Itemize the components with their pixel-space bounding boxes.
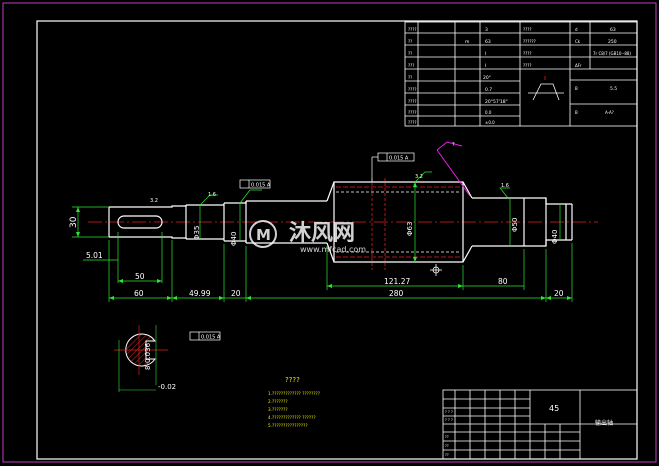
tech-note-4: 4.????????????? ??????: [268, 415, 316, 420]
drawing-frame: [36, 20, 638, 460]
gear-leader: [436, 141, 471, 197]
svg-text:? ? ?: ? ? ?: [445, 410, 453, 414]
parameter-table-text: ???? ?? ?? ??? ?? ???? ???? ???? ???? 3 …: [408, 27, 631, 125]
technical-requirements: ???? 1.????????????? ???????? 2.??????? …: [268, 376, 320, 428]
ra-e: 3.2: [150, 198, 158, 204]
tech-note-5: 5.????????????????: [268, 423, 308, 428]
svg-text:250: 250: [608, 39, 617, 45]
svg-text:I: I: [485, 51, 486, 57]
dim-len-20a: 20: [231, 289, 241, 298]
watermark-url: www.mfcad.com: [300, 245, 366, 254]
table-tolerance-b: ±0.0: [485, 120, 495, 125]
title-block: [442, 389, 638, 460]
svg-text:??: ??: [445, 444, 449, 448]
svg-text:B: B: [575, 86, 578, 91]
svg-text:d: d: [575, 27, 578, 32]
svg-text:5.5: 5.5: [610, 86, 617, 92]
tech-note-2: 2.???????: [268, 399, 288, 404]
dimension-lines: [72, 171, 573, 302]
section-dim2: -0.02: [158, 383, 176, 391]
dimension-labels: 30 Φ35 Φ40 Φ63 Φ50 Φ40 5.01 50 60 49.99 …: [69, 174, 564, 298]
svg-text:??: ??: [408, 75, 412, 80]
section-marks: [371, 178, 386, 270]
tol-mid: 0.015 A: [251, 183, 271, 189]
svg-text:? ? ?: ? ? ?: [445, 418, 453, 422]
dim-d40b: Φ40: [551, 230, 559, 244]
tolerance-frames: 0.015 A 0.015 A 0.015 A: [189, 152, 415, 341]
svg-text:??: ??: [408, 51, 412, 56]
dim-len-80: 80: [498, 277, 508, 286]
watermark: M 沐风网 www.mfcad.com: [249, 220, 366, 254]
svg-text:63: 63: [485, 39, 491, 45]
leader-note: ?: [452, 142, 455, 148]
dim-len-4999: 49.99: [189, 289, 211, 298]
dim-d35: Φ35: [193, 226, 201, 240]
shaft-outline: [108, 181, 573, 263]
gear-root-lines: [336, 191, 461, 253]
svg-text:0.7: 0.7: [485, 87, 492, 93]
svg-text:M: M: [256, 226, 271, 244]
svg-text:????: ????: [408, 87, 417, 92]
dim-d50: Φ50: [511, 218, 519, 232]
ra-a: 1.6: [208, 192, 216, 198]
dim-len-12127: 121.27: [384, 277, 410, 286]
svg-text:????: ????: [408, 99, 417, 104]
svg-text:????: ????: [408, 110, 417, 115]
svg-text:??: ??: [445, 453, 449, 457]
dim-len-60: 60: [134, 289, 144, 298]
key-cross-section: 8-0.036 -0.02: [114, 325, 176, 392]
dim-d40a: Φ40: [230, 232, 238, 246]
svg-text:??????: ??????: [523, 39, 536, 44]
svg-text:I: I: [485, 63, 486, 69]
dimension-arrows: [76, 182, 572, 300]
table-tolerance-a: 0.0: [485, 110, 492, 115]
svg-text:Ck: Ck: [575, 39, 581, 44]
svg-text:????: ????: [523, 27, 532, 32]
svg-text:??: ??: [408, 39, 412, 44]
tech-note-3: 3.???????: [268, 407, 288, 412]
svg-text:??: ??: [445, 435, 449, 439]
svg-text:B: B: [575, 110, 578, 115]
svg-text:63: 63: [610, 27, 616, 33]
dim-d63: Φ63: [406, 222, 414, 236]
tech-note-1: 1.????????????? ????????: [268, 391, 320, 396]
svg-text:????: ????: [408, 120, 417, 125]
tech-title: ????: [285, 376, 300, 384]
svg-text:3: 3: [485, 27, 488, 33]
tol-top: 0.015 A: [389, 156, 409, 162]
dim-len-20b: 20: [554, 289, 564, 298]
svg-text:???: ???: [408, 63, 414, 68]
material: 45: [549, 404, 559, 413]
dim-len-280: 280: [389, 289, 404, 298]
datum-mark: [430, 264, 442, 276]
title-block-text: 45 输出轴 ? ? ? ? ? ? ?? ?? ??: [445, 404, 613, 457]
section-dim: 8-0.036: [144, 342, 152, 370]
watermark-text: 沐风网: [289, 221, 355, 246]
svg-text:????: ????: [408, 27, 417, 32]
svg-text:7r C8/7 (GB10--88): 7r C8/7 (GB10--88): [593, 51, 631, 56]
svg-text:????: ????: [523, 63, 532, 68]
ra-d: 1.6: [501, 183, 509, 189]
dim-len-501: 5.01: [86, 251, 103, 260]
svg-text:????: ????: [523, 51, 532, 56]
ra-c: 3.2: [415, 174, 423, 180]
table-value: 20°57'18": [485, 99, 508, 105]
tol-small: 0.015 A: [201, 335, 221, 341]
svg-text:ΔFr: ΔFr: [575, 63, 582, 68]
parameter-table: [404, 21, 638, 127]
dim-d30: 30: [69, 216, 79, 228]
svg-text:m: m: [465, 40, 469, 45]
dim-len-50: 50: [135, 272, 145, 281]
svg-text:20°: 20°: [483, 75, 491, 81]
svg-text:A-A?: A-A?: [605, 110, 614, 115]
part-name: 输出轴: [595, 419, 613, 427]
